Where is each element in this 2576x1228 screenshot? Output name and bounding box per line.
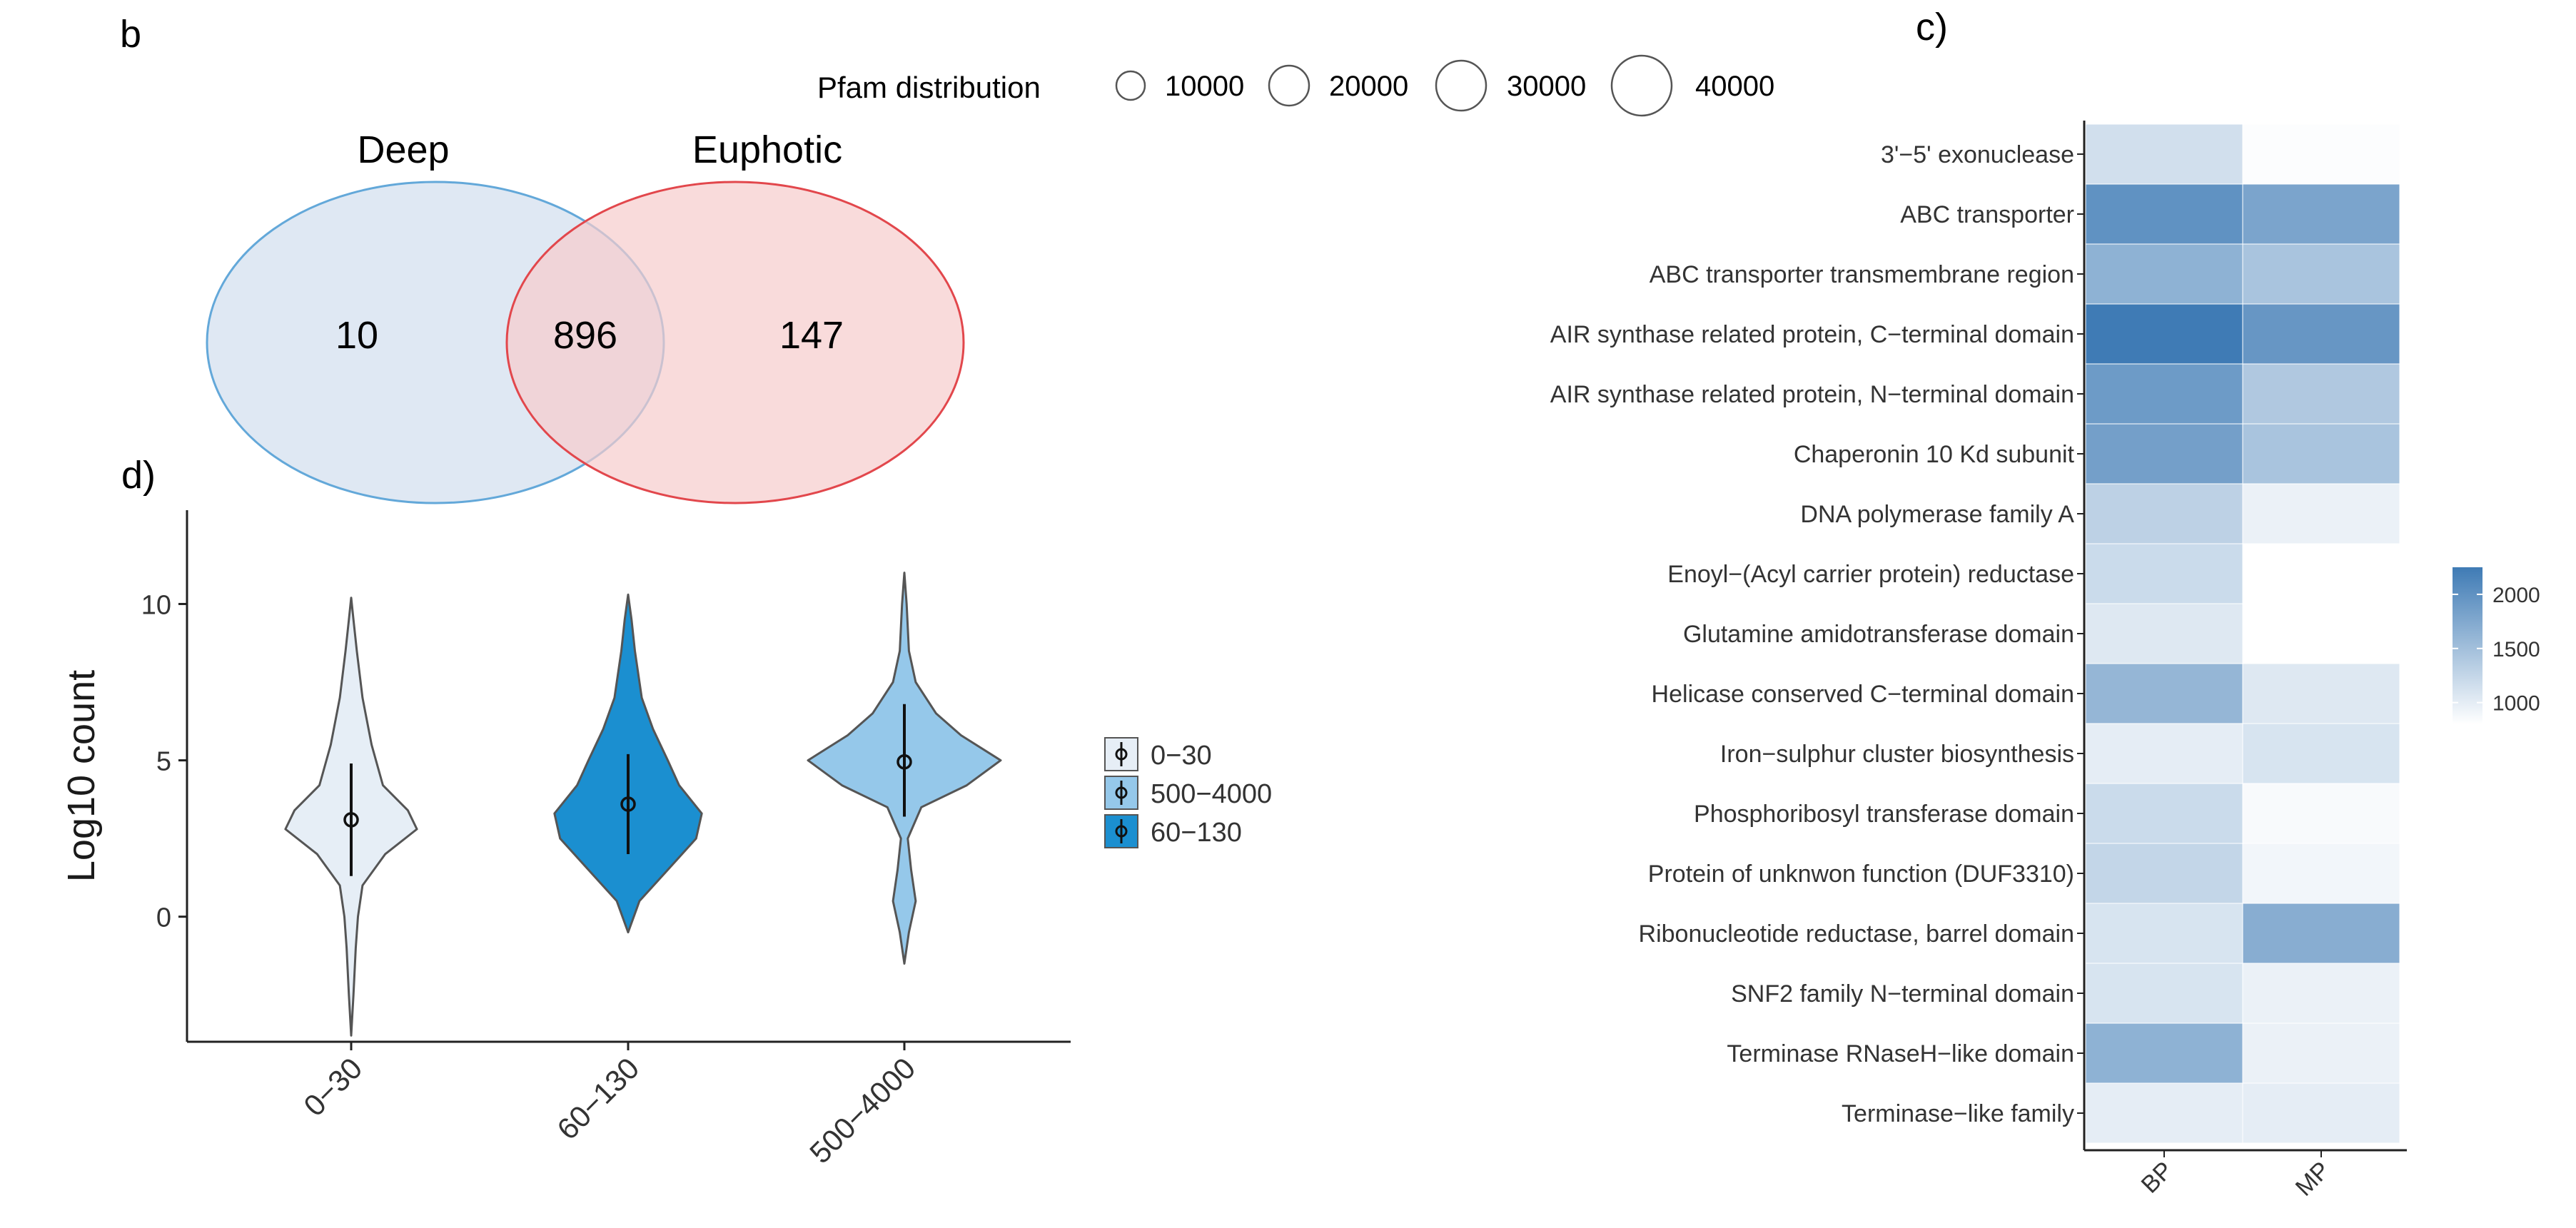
heatmap-cell [2085, 843, 2243, 904]
size-legend-label-10000: 10000 [1165, 71, 1244, 102]
panel-label-d: d) [121, 454, 156, 497]
heatmap-cell [2242, 483, 2400, 544]
heatmap-cell [2085, 243, 2243, 305]
size-legend-circle-20000 [1268, 64, 1310, 107]
venn-diagram: Deep Euphotic 10 896 147 [206, 128, 965, 504]
heatmap-row-label: AIR synthase related protein, C−terminal… [1550, 321, 2074, 348]
heatmap-cell [2085, 303, 2243, 365]
heatmap-row-label: 3'−5' exonuclease [1881, 141, 2074, 168]
size-legend-label-30000: 30000 [1507, 71, 1586, 102]
violin-y-tick-label: 0 [156, 903, 171, 933]
heatmap-cell [2085, 903, 2243, 964]
heatmap-cell [2242, 1023, 2400, 1084]
heatmap-row-label: Iron−sulphur cluster biosynthesis [1720, 741, 2074, 768]
heatmap-row-label: Glutamine amidotransferase domain [1683, 621, 2074, 648]
venn-overlap-count: 896 [553, 314, 617, 357]
heatmap-cell [2242, 183, 2400, 245]
heatmap-cell [2242, 603, 2400, 664]
heatmap-row-label: AIR synthase related protein, N−terminal… [1550, 381, 2074, 408]
violin-legend-key-point [1115, 748, 1128, 761]
venn-deep-only-count: 10 [335, 314, 378, 357]
heatmap-cell [2242, 663, 2400, 724]
heatmap-row-label: Terminase−like family [1842, 1100, 2074, 1127]
heatmap-cell [2085, 183, 2243, 245]
heatmap-cell [2242, 363, 2400, 425]
heatmap-cell [2242, 783, 2400, 844]
heatmap-cell [2242, 903, 2400, 964]
heatmap-cell [2085, 663, 2243, 724]
venn-euphotic-circle [505, 181, 965, 504]
violin-y-tick-label: 10 [141, 590, 171, 620]
violin-x-tick-label: 0−30 [297, 1051, 368, 1122]
heatmap-cell [2085, 783, 2243, 844]
heatmap-cell [2085, 543, 2243, 604]
heatmap-cell [2242, 963, 2400, 1024]
heatmap-row-label: ABC transporter [1900, 201, 2074, 228]
heatmap-cell [2242, 123, 2400, 185]
heatmap-cell [2085, 603, 2243, 664]
heatmap-cell [2085, 963, 2243, 1024]
heatmap-row-label: Protein of unknwon function (DUF3310) [1648, 861, 2074, 888]
heatmap-row-label: Chaperonin 10 Kd subunit [1794, 441, 2075, 468]
violin-legend-key-point [1115, 825, 1128, 838]
violin-legend-label: 500−4000 [1151, 779, 1272, 809]
violin-x-tick-label: 500−4000 [803, 1051, 921, 1169]
violin-median-point [343, 812, 359, 828]
heatmap-cell [2242, 843, 2400, 904]
heatmap-cell [2085, 363, 2243, 425]
heatmap-row-label: Helicase conserved C−terminal domain [1652, 681, 2074, 708]
size-legend-circle-10000 [1115, 70, 1146, 101]
heatmap-cell [2085, 1023, 2243, 1084]
panel-label-c: c) [1916, 6, 1948, 49]
violin-y-tick-label: 5 [156, 747, 171, 777]
heatmap-cell [2242, 543, 2400, 604]
size-legend-circle-30000 [1435, 59, 1487, 112]
size-legend-title: Pfam distribution [817, 71, 1041, 104]
heatmap-cell [2242, 723, 2400, 784]
heatmap-cell [2242, 423, 2400, 484]
violin-median-point [896, 754, 912, 770]
heatmap-cell [2085, 483, 2243, 544]
heatmap-col-label: BP [2136, 1157, 2178, 1199]
heatmap-cell [2242, 303, 2400, 365]
size-legend-label-20000: 20000 [1329, 71, 1408, 102]
heatmap-row-label: Terminase RNaseH−like domain [1727, 1040, 2074, 1067]
heatmap-row-label: Enoyl−(Acyl carrier protein) reductase [1667, 561, 2074, 588]
heatmap-row-label: Phosphoribosyl transferase domain [1694, 801, 2074, 828]
heatmap-color-legend [2453, 567, 2482, 724]
panel-label-b: b [120, 13, 141, 56]
heatmap-legend-label: 1000 [2492, 692, 2540, 716]
heatmap-row-label: Ribonucleotide reductase, barrel domain [1639, 920, 2074, 948]
size-legend-label-40000: 40000 [1695, 71, 1774, 102]
heatmap-cell [2085, 123, 2243, 185]
heatmap-cell [2242, 1082, 2400, 1144]
venn-euphotic-label: Euphotic [692, 128, 842, 171]
violin-median-point [620, 796, 636, 812]
violin-legend-label: 60−130 [1151, 818, 1242, 848]
heatmap-legend-label: 2000 [2492, 584, 2540, 607]
violin-x-tick-label: 60−130 [550, 1051, 645, 1146]
heatmap-cell [2242, 243, 2400, 305]
heatmap-legend-label: 1500 [2492, 638, 2540, 661]
heatmap-cell [2085, 423, 2243, 484]
size-legend-circle-40000 [1610, 54, 1673, 117]
heatmap-row-label: DNA polymerase family A [1800, 501, 2074, 528]
heatmap-cell [2085, 1082, 2243, 1144]
violin-legend-key-point [1115, 786, 1128, 799]
pfam-size-legend: Pfam distribution 10000 20000 30000 4000… [817, 54, 1774, 117]
heatmap-cell [2085, 723, 2243, 784]
venn-deep-label: Deep [357, 128, 449, 171]
violin-y-axis-label: Log10 count [60, 670, 103, 882]
violin-legend-label: 0−30 [1151, 741, 1212, 771]
heatmap-col-label: MP [2290, 1157, 2335, 1202]
heatmap-row-label: SNF2 family N−terminal domain [1731, 980, 2074, 1008]
venn-euphotic-only-count: 147 [779, 314, 844, 357]
heatmap-row-label: ABC transporter transmembrane region [1650, 261, 2074, 288]
